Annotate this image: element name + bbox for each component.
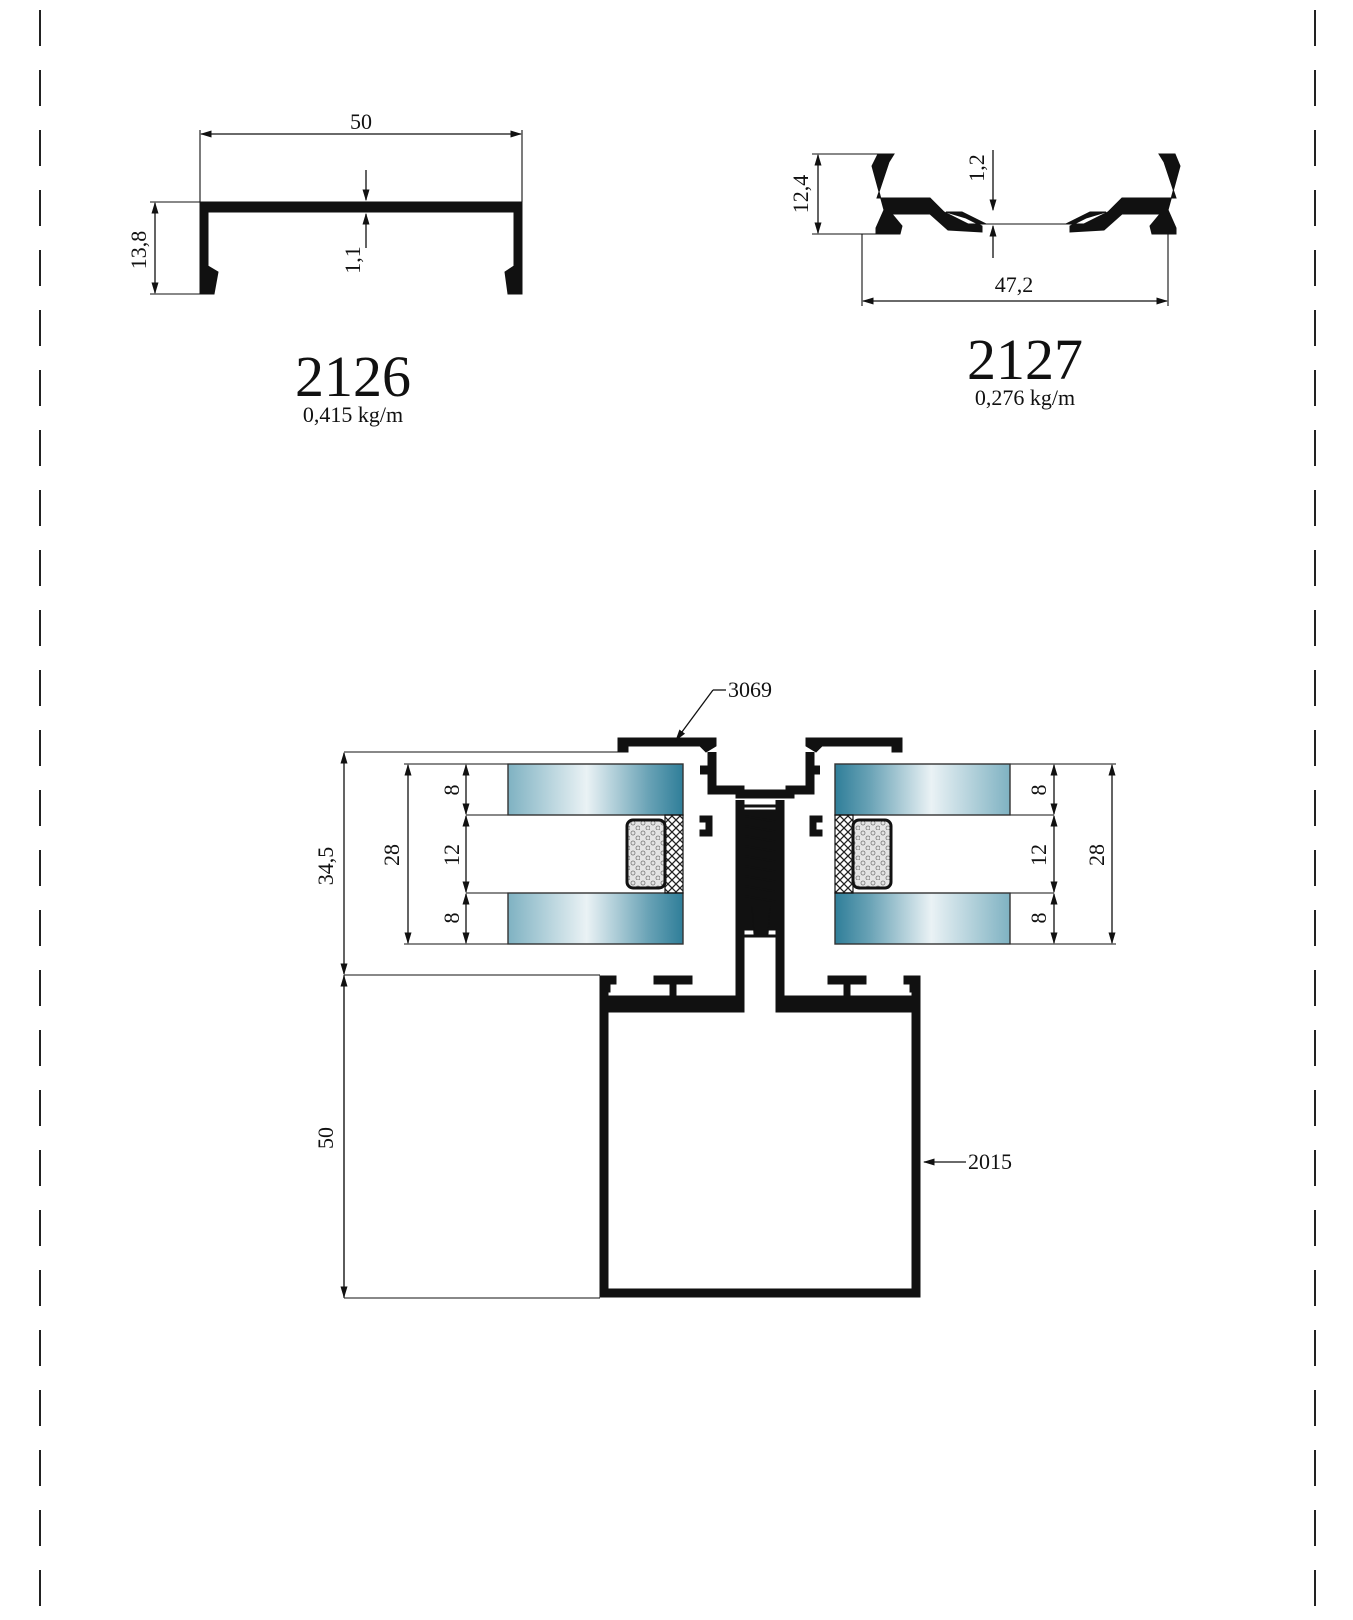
butyl-seal-right bbox=[834, 814, 854, 894]
assembly-section: 34,5 50 28 8 12 8 bbox=[313, 677, 1116, 1299]
callout-2015-label: 2015 bbox=[968, 1149, 1012, 1174]
profile-2127-shape bbox=[871, 153, 1181, 235]
mullion-2015: 2015 bbox=[599, 800, 1012, 1298]
glass-unit-left: 28 8 12 8 bbox=[379, 763, 684, 945]
dim-assembly-height-top: 34,5 bbox=[313, 847, 338, 886]
dim-2127-width: 47,2 bbox=[995, 272, 1034, 297]
butyl-seal-left bbox=[664, 814, 684, 894]
glass-pane-right-bottom bbox=[834, 892, 1011, 945]
dim-2126-height: 13,8 bbox=[126, 231, 151, 270]
profile-2127-code: 2127 bbox=[967, 327, 1083, 392]
dim-glass-left-pane-top: 8 bbox=[439, 785, 464, 796]
pressure-plate-3069: 3069 bbox=[617, 677, 903, 837]
glass-pane-left-top bbox=[507, 763, 684, 816]
dim-glass-left-gap: 12 bbox=[439, 844, 464, 866]
spacer-right bbox=[851, 818, 893, 890]
dim-2126-thickness: 1,1 bbox=[340, 246, 365, 274]
dim-glass-left-pane-bottom: 8 bbox=[439, 913, 464, 924]
dim-glass-right-gap: 12 bbox=[1026, 844, 1051, 866]
dim-2127-thickness: 1,2 bbox=[964, 154, 989, 182]
profile-2127: 12,4 1,2 47,2 2127 0,276 kg/m bbox=[788, 150, 1181, 410]
glass-unit-right: 28 8 12 8 bbox=[834, 763, 1116, 945]
glass-pane-right-top bbox=[834, 763, 1011, 816]
profile-2126-weight: 0,415 kg/m bbox=[303, 402, 403, 427]
screw-channel bbox=[738, 804, 784, 938]
profile-2126-shape bbox=[199, 201, 523, 295]
glass-pane-left-bottom bbox=[507, 892, 684, 945]
dim-2126-width: 50 bbox=[350, 109, 372, 134]
dim-2127-height: 12,4 bbox=[788, 175, 813, 214]
dim-glass-right-total: 28 bbox=[1084, 844, 1109, 866]
profile-2126-code: 2126 bbox=[295, 344, 411, 409]
profile-2127-weight: 0,276 kg/m bbox=[975, 385, 1075, 410]
callout-3069-label: 3069 bbox=[728, 677, 772, 702]
dim-assembly-height-bottom: 50 bbox=[313, 1127, 338, 1149]
profile-2126: 50 13,8 1,1 2126 0,415 kg/m bbox=[126, 109, 523, 427]
dim-glass-right-pane-bottom: 8 bbox=[1026, 913, 1051, 924]
dim-glass-left-total: 28 bbox=[379, 844, 404, 866]
dim-glass-right-pane-top: 8 bbox=[1026, 785, 1051, 796]
spacer-left bbox=[625, 818, 667, 890]
callout-3069-leader bbox=[675, 689, 714, 741]
